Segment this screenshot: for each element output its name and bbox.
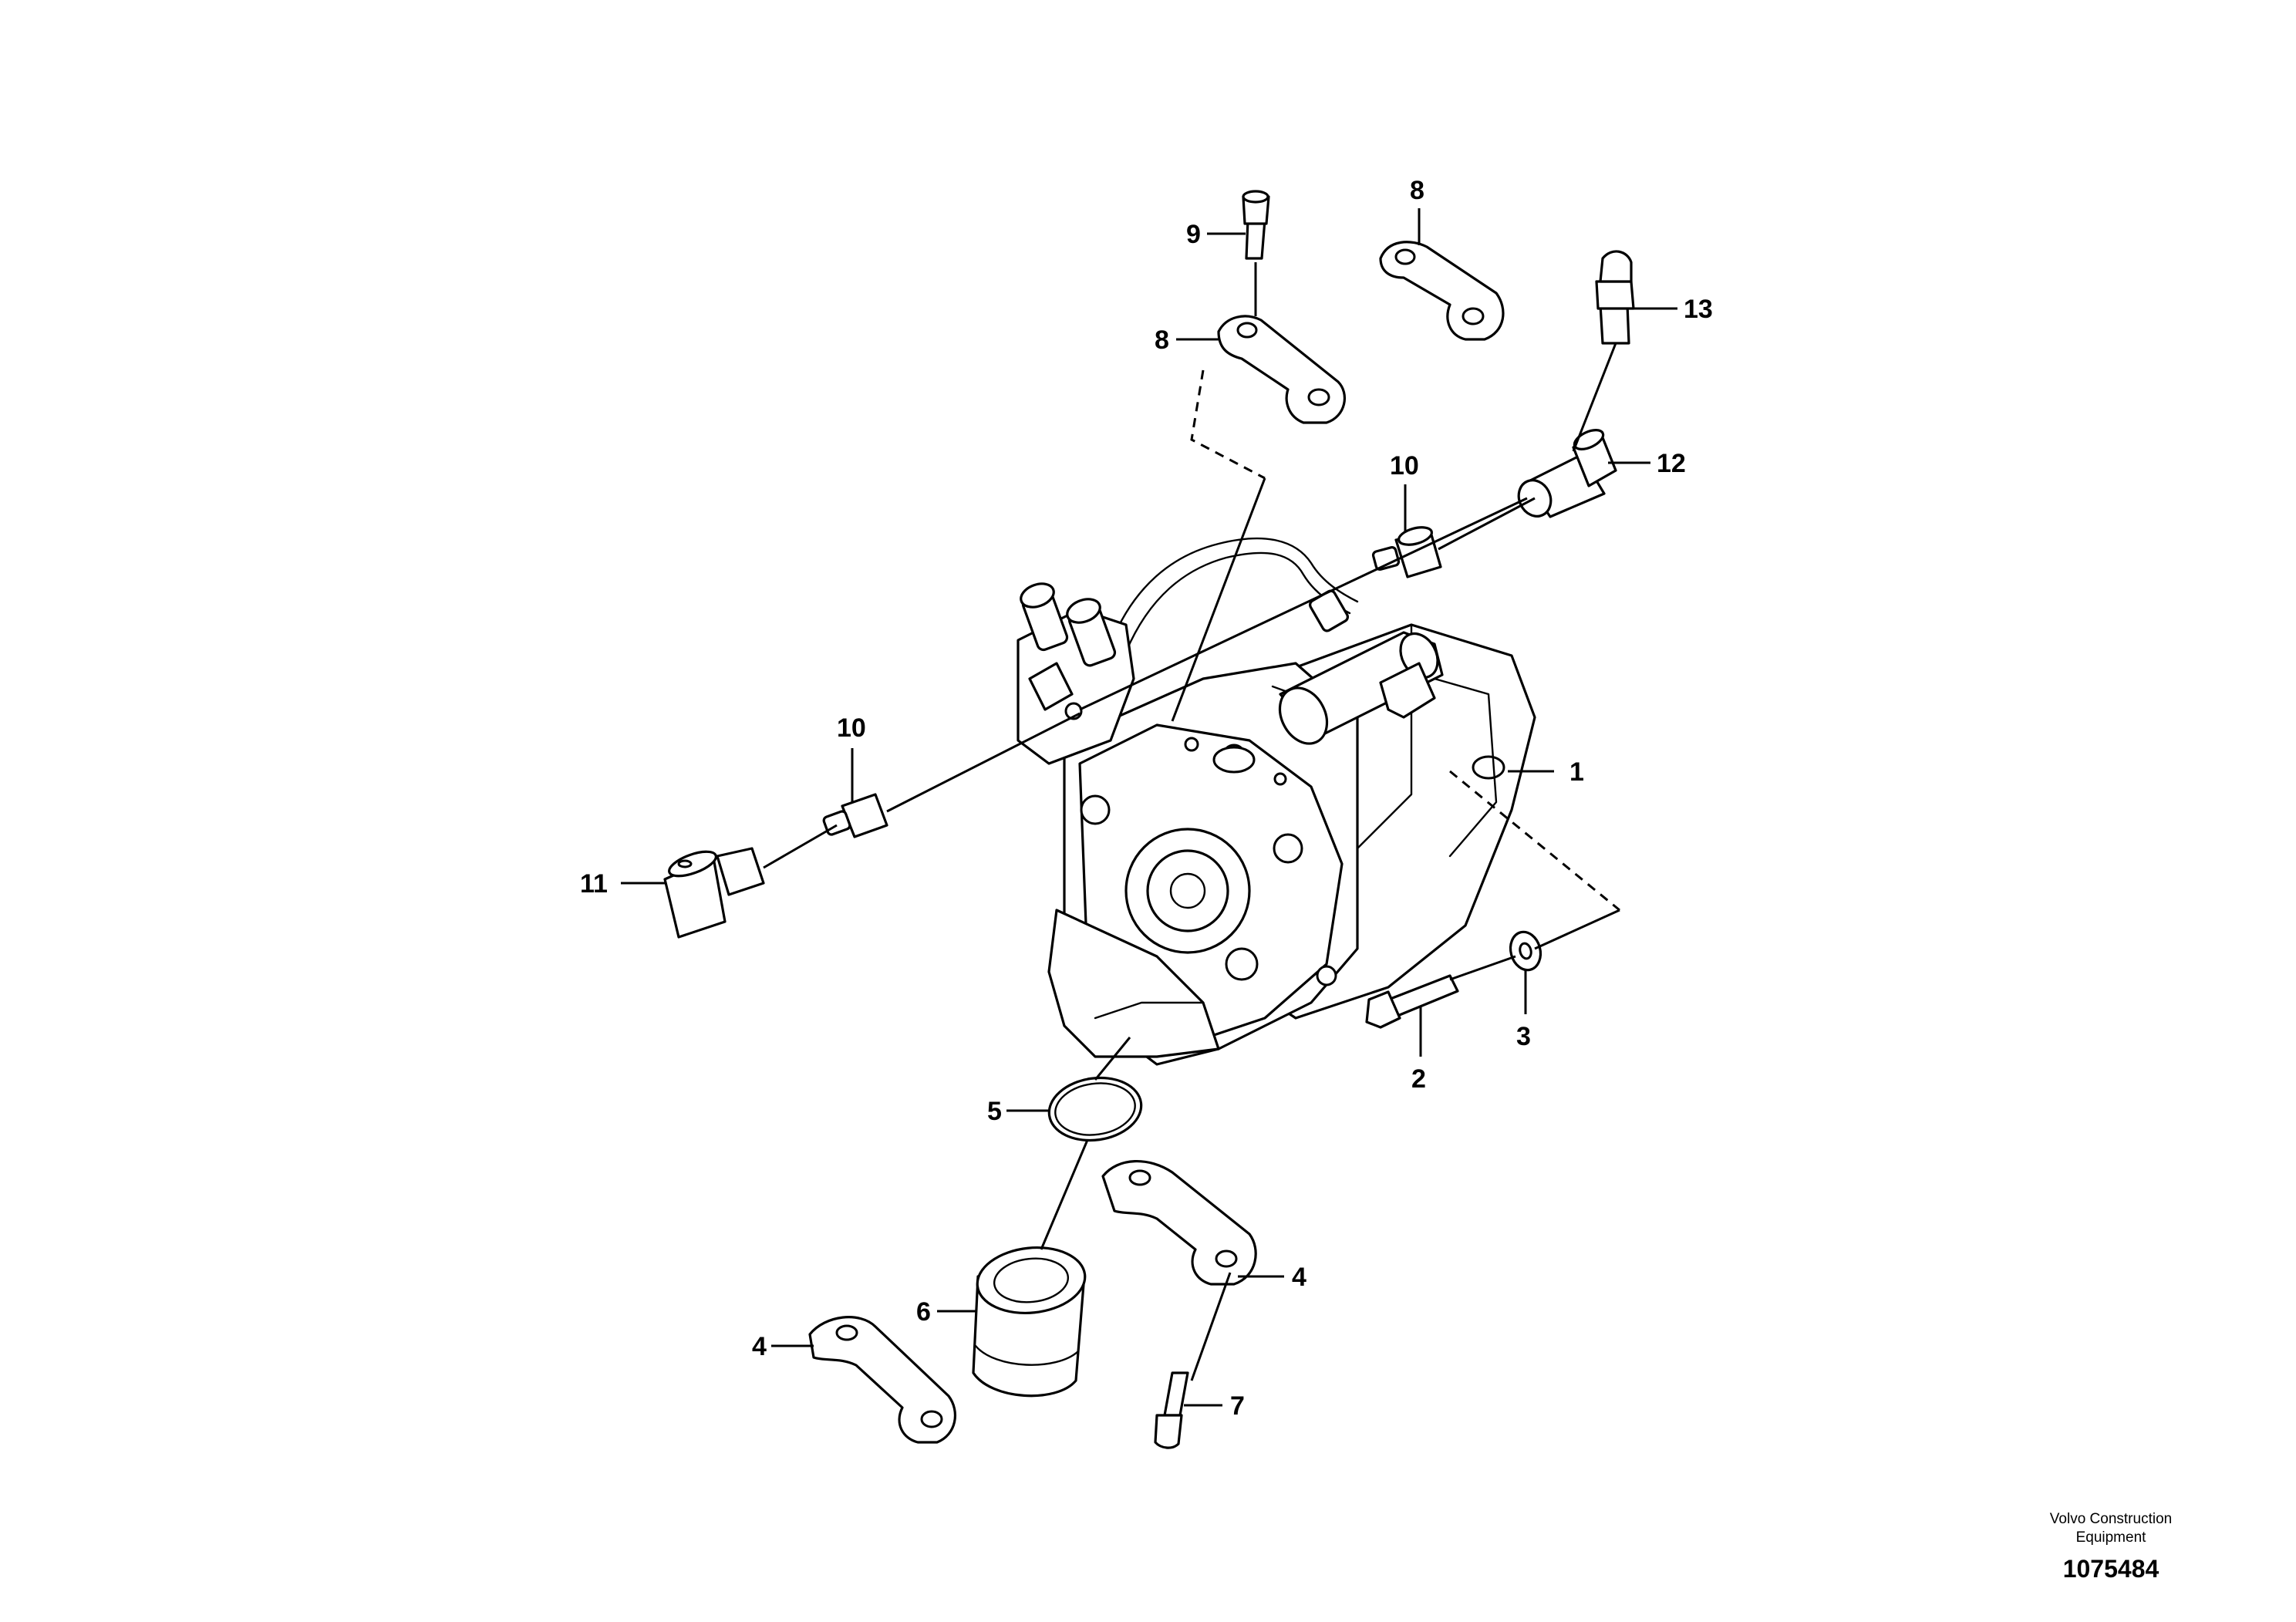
flange-sleeve-6 (972, 1246, 1087, 1398)
elbow-fitting-11 (663, 847, 765, 939)
callout-8-upper: 8 (1410, 176, 1424, 205)
adapter-10-upper (1371, 526, 1442, 578)
callout-5: 5 (987, 1097, 1002, 1126)
callout-7: 7 (1230, 1391, 1245, 1421)
washer-3 (1509, 930, 1542, 972)
assembly-lines (763, 262, 1620, 1381)
brand-line-1: Volvo Construction (2049, 1511, 2173, 1527)
callout-3: 3 (1516, 1022, 1531, 1051)
callout-10-lower: 10 (837, 713, 866, 743)
adapter-10-lower (822, 793, 888, 838)
elbow-fitting-12 (1517, 429, 1617, 518)
leader-lines (621, 208, 1677, 1407)
test-fitting-13 (1595, 250, 1635, 345)
callout-4-right: 4 (1292, 1263, 1306, 1292)
callout-4-left: 4 (752, 1332, 767, 1361)
dashed-assembly-lines (1190, 369, 1620, 912)
callout-13: 13 (1684, 295, 1713, 324)
callout-11: 11 (580, 869, 608, 899)
callout-8-lower: 8 (1155, 325, 1169, 355)
callout-12: 12 (1657, 449, 1686, 478)
screw-2 (1365, 974, 1459, 1029)
flange-half-4-right (1101, 1159, 1257, 1286)
callout-labels: 1 2 3 4 4 5 6 7 8 8 9 10 10 11 12 13 (580, 176, 1713, 1421)
brand-block: Volvo Construction Equipment 1075484 (1995, 1510, 2227, 1586)
screw-7 (1154, 1371, 1189, 1449)
hydraulic-pump-body (1017, 537, 1536, 1066)
drawing-number: 1075484 (2062, 1555, 2159, 1583)
screw-9 (1242, 190, 1270, 260)
callout-9: 9 (1186, 220, 1201, 249)
brand-line-2: Equipment (2075, 1529, 2146, 1546)
callout-6: 6 (916, 1297, 931, 1327)
callout-1: 1 (1569, 757, 1584, 787)
o-ring-5 (1047, 1076, 1143, 1142)
flange-half-8-upper (1379, 241, 1505, 341)
flange-half-8-lower (1217, 315, 1346, 424)
callout-2: 2 (1411, 1064, 1426, 1094)
flange-half-4-left (808, 1316, 956, 1444)
callout-10-upper: 10 (1390, 451, 1419, 481)
